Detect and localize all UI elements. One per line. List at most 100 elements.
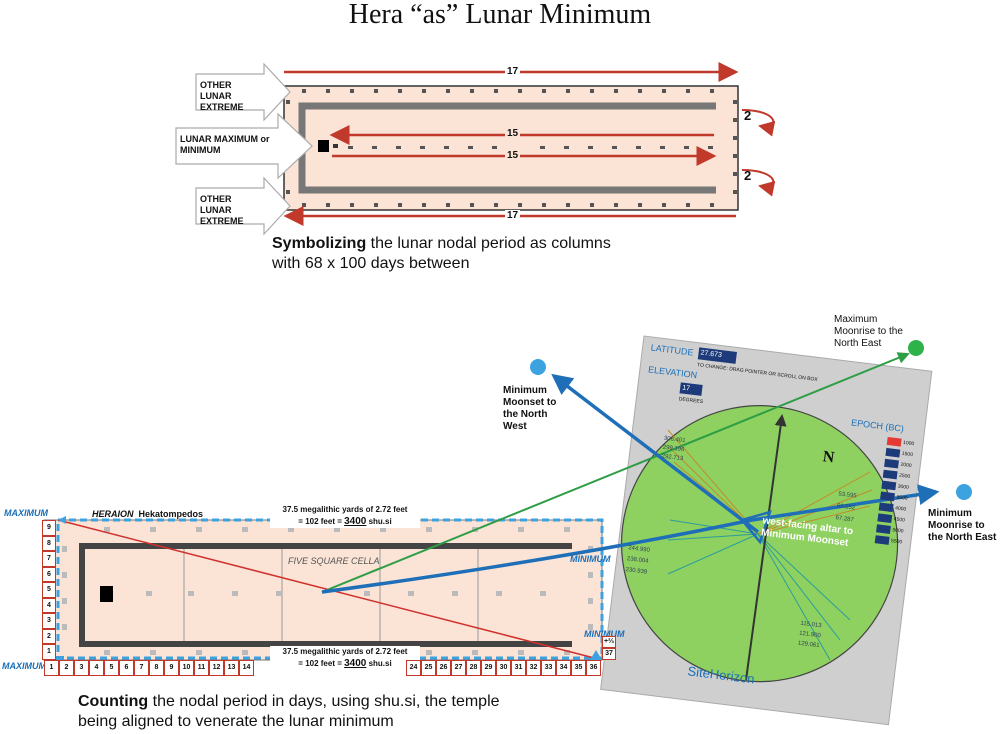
- ruler-bottom-cell: 31: [511, 660, 526, 676]
- ruler-bottom-cell: 9: [164, 660, 179, 676]
- ruler-bottom-cell: 1: [44, 660, 59, 676]
- ruler-left-cell: 5: [42, 582, 56, 598]
- elevation-label: ELEVATION: [647, 364, 698, 381]
- bottom-caption: Counting the nodal period in days, using…: [78, 692, 598, 732]
- epoch-label: 5000: [892, 527, 904, 535]
- block-arrows: [175, 62, 313, 236]
- ruler-bottom-cell: 27: [451, 660, 466, 676]
- dim-label-right-b: 2: [744, 168, 752, 183]
- ruler-bottom-cell: 36: [586, 660, 601, 676]
- epoch-swatch: [876, 524, 891, 534]
- elevation-value[interactable]: 17: [679, 382, 703, 396]
- ruler-bottom-cell: 2: [59, 660, 74, 676]
- ruler-bottom-cell: 26: [436, 660, 451, 676]
- ruler-bottom-cell: 33: [541, 660, 556, 676]
- note-top-pre: = 102 feet =: [298, 517, 345, 526]
- bottom-caption-rest: the nodal period in days, using shu.si, …: [148, 693, 500, 710]
- epoch-swatch: [874, 535, 890, 545]
- label-min-moonset: Minimum Moonset to the North West: [503, 385, 556, 433]
- arrow-label-other-top: OTHER LUNAR EXTREME: [200, 80, 244, 112]
- ruler-left-cell: 8: [42, 535, 56, 551]
- note-bottom-pre: = 102 feet =: [298, 659, 345, 668]
- ruler-bottom-cell: 35: [571, 660, 586, 676]
- ruler-bottom-cell: 30: [496, 660, 511, 676]
- plan-title: HERAION Hekatompedos: [92, 509, 203, 519]
- epoch-swatch: [880, 491, 895, 502]
- change-note: TO CHANGE: DRAG POINTER OR SCROLL ON BOX: [696, 362, 818, 383]
- min-moonrise-line1: Minimum: [928, 508, 972, 519]
- max-moonrise-line2: Moonrise to the: [834, 326, 903, 337]
- blue-line-min-moonset: [551, 373, 760, 534]
- green-line-max-moonrise: [321, 352, 910, 593]
- epoch-item[interactable]: 5500: [874, 534, 903, 547]
- label-maximum-top: MAXIMUM: [4, 508, 48, 518]
- note-bottom-post: shu.si: [366, 659, 392, 668]
- min-moonset-line4: West: [503, 421, 527, 432]
- ruler-bottom-cell: 12: [209, 660, 224, 676]
- ruler-bottom-cell: 3: [74, 660, 89, 676]
- lower-right-az-values: 115.013 121.900 129.061: [797, 619, 822, 651]
- ruler-corner-bottom: 37: [602, 648, 616, 660]
- left-az-2: 292.713: [661, 453, 684, 463]
- plan-hekatompedos: Hekatompedos: [138, 509, 204, 519]
- epoch-label: 5500: [890, 538, 903, 546]
- latitude-value[interactable]: 27.673: [697, 347, 737, 364]
- bottom-caption-line2: being aligned to venerate the lunar mini…: [78, 713, 394, 730]
- ruler-bottom-cell: 24: [406, 660, 421, 676]
- epoch-swatch: [877, 513, 893, 524]
- epoch-label: 1000: [902, 439, 915, 448]
- label-max-moonrise: Maximum Moonrise to the North East: [834, 314, 903, 350]
- north-needle: [745, 414, 787, 681]
- ruler-bottom-cell: 32: [526, 660, 541, 676]
- epoch-swatch: [881, 480, 897, 491]
- ruler-bottom-cell: 13: [224, 660, 239, 676]
- ruler-bottom-cell: 8: [149, 660, 164, 676]
- dim-label-inner-top: 15: [505, 128, 521, 139]
- max-moonrise-line3: North East: [834, 338, 882, 349]
- epoch-label: EPOCH (BC): [850, 417, 905, 434]
- epoch-label: 3000: [897, 483, 910, 491]
- epoch-swatch: [885, 447, 901, 458]
- ruler-left-cell: 4: [42, 597, 56, 613]
- bottom-caption-bold: Counting: [78, 693, 149, 710]
- altar-marker: [739, 510, 772, 545]
- moon-max-moonrise: [908, 340, 924, 356]
- min-moonrise-line2: Moonrise to: [928, 520, 985, 531]
- plan-cella-wall: [79, 543, 572, 647]
- plan-altar-block: [100, 586, 113, 602]
- top-caption-line2: with 68 x 100 days between: [272, 255, 470, 272]
- marker-max-top: [58, 516, 66, 524]
- min-moonrise-line3: the North East: [928, 532, 997, 543]
- ruler-left-cell: 7: [42, 551, 56, 567]
- plan-cella-label: FIVE SQUARE CELLA: [288, 556, 380, 566]
- epoch-swatch: [878, 502, 894, 513]
- marker-min-low: [590, 650, 602, 660]
- epoch-label: 2500: [898, 472, 911, 480]
- min-moonset-line1: Minimum: [503, 385, 547, 396]
- min-moonset-line3: the North: [503, 409, 548, 420]
- min-moonset-line2: Moonset to: [503, 397, 557, 408]
- sitehorizon-text: LATITUDE 27.673 TO CHANGE: DRAG POINTER …: [605, 338, 936, 727]
- north-label: N: [821, 448, 836, 467]
- sitehorizon-brand: SiteHorizon: [686, 663, 756, 687]
- ruler-bottom-cell: 29: [481, 660, 496, 676]
- plan-columns: [62, 527, 593, 655]
- ruler-left-cell: 9: [42, 520, 56, 536]
- note-bottom-value: 3400: [344, 658, 367, 669]
- arrow-label-other-bottom: OTHER LUNAR EXTREME: [200, 194, 244, 226]
- ruler-corner-top: +⅔: [602, 636, 616, 648]
- moon-min-moonrise: [956, 484, 972, 500]
- moon-min-moonset: [530, 359, 546, 375]
- dim-label-right-a: 2: [744, 108, 752, 123]
- left-az-values: 306.401 299.196 292.713: [661, 435, 686, 464]
- plan-heraion: HERAION: [92, 509, 134, 519]
- lower-right-az-2: 129.061: [797, 640, 820, 650]
- latitude-label: LATITUDE: [650, 342, 695, 358]
- ruler-left-cell: 1: [42, 644, 56, 660]
- max-moonrise-line1: Maximum: [834, 314, 878, 325]
- ruler-left-cell: 3: [42, 613, 56, 629]
- note-top: 37.5 megalithic yards of 2.72 feet = 102…: [270, 504, 420, 528]
- ruler-left-cell: 6: [42, 566, 56, 582]
